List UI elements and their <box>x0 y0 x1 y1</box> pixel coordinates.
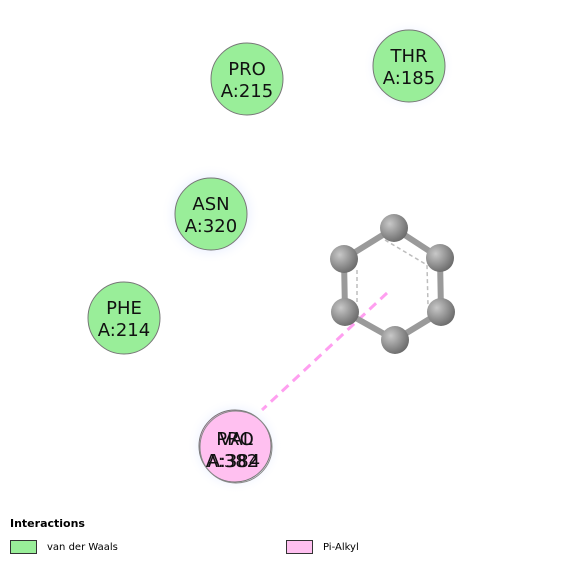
carbon-atom <box>426 244 454 272</box>
residue-circle <box>198 409 272 483</box>
residue-id: A:382 <box>206 451 258 472</box>
carbon-atom <box>380 214 408 242</box>
residue-pro215: PRO A:215 <box>210 42 284 116</box>
residue-circle <box>174 177 248 251</box>
residue-id: A:214 <box>98 320 150 341</box>
legend-swatch-vdw <box>10 540 37 554</box>
residue-circle <box>210 42 284 116</box>
residue-name: PRO <box>216 429 254 450</box>
residue-thr185: THR A:185 <box>363 20 455 112</box>
legend-item-vdw: van der Waals <box>10 539 118 555</box>
legend-label-pi-alkyl: Pi-Alkyl <box>323 541 359 553</box>
carbon-atom <box>331 298 359 326</box>
carbon-atom <box>381 326 409 354</box>
residue-id: A:215 <box>221 81 273 102</box>
residue-id: A:384 <box>208 451 260 472</box>
legend-label-vdw: van der Waals <box>47 541 118 553</box>
interaction-diagram: PRO A:215 THR A:185 ASN A:320 PHE A:214 … <box>87 20 455 494</box>
residue-id: A:320 <box>185 216 237 237</box>
residue-name: THR <box>389 46 427 67</box>
carbon-atom <box>427 298 455 326</box>
residue-name: ASN <box>192 194 229 215</box>
residue-overlap: PRO A:382 VAL A:384 <box>187 398 283 494</box>
legend-title: Interactions <box>10 517 85 530</box>
residue-phe214: PHE A:214 <box>87 281 161 355</box>
legend-item-pi-alkyl: Pi-Alkyl <box>286 539 359 555</box>
legend-swatch-pi-alkyl <box>286 540 313 554</box>
residue-name: PRO <box>228 59 266 80</box>
pi-alkyl-line <box>260 291 389 412</box>
residue-circle <box>199 410 273 484</box>
residue-circle <box>87 281 161 355</box>
residue-asn320: ASN A:320 <box>161 164 261 264</box>
residue-id: A:185 <box>383 68 435 89</box>
ligand-benzene <box>330 214 455 354</box>
residue-name: VAL <box>219 429 253 450</box>
carbon-atom <box>330 245 358 273</box>
residue-circle <box>372 29 446 103</box>
residue-name: PHE <box>106 298 142 319</box>
ring-inner-bonds <box>384 239 429 306</box>
